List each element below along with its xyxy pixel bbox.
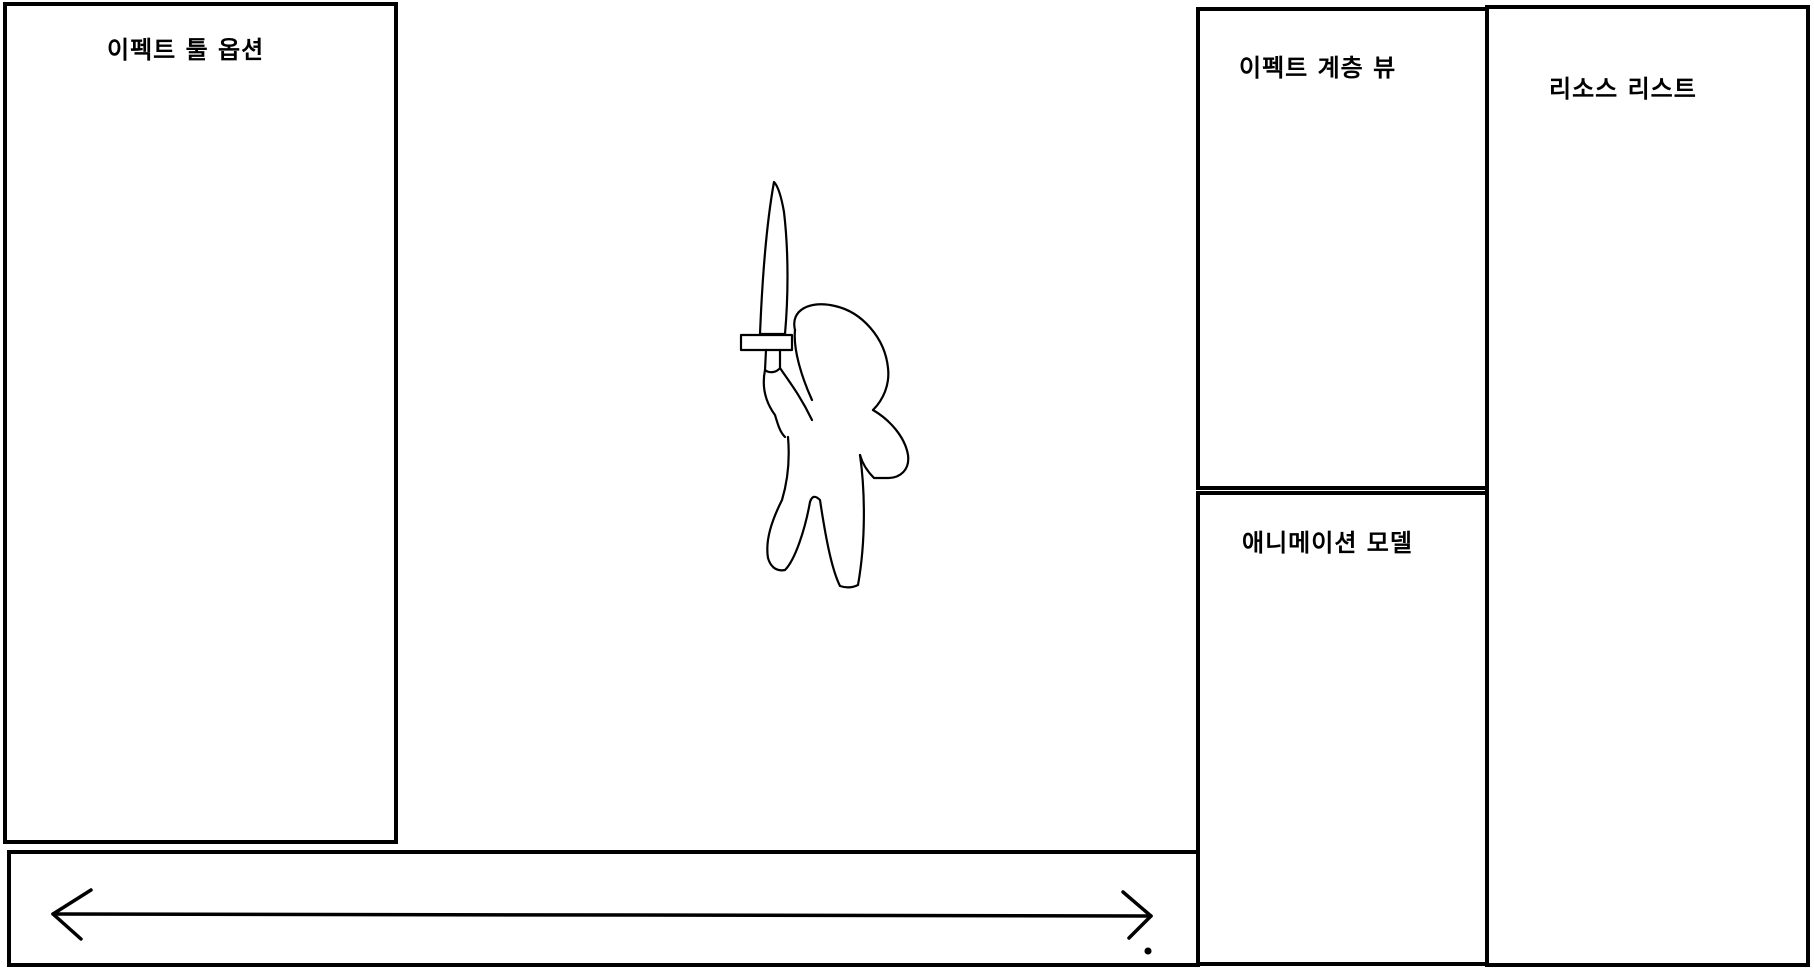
animation-model-panel: 애니메이션 모델 bbox=[1196, 491, 1489, 966]
sword-guard bbox=[739, 333, 794, 352]
head-front bbox=[793, 328, 814, 402]
timeline-dot bbox=[1144, 947, 1152, 955]
timeline-arrow-left-head bbox=[51, 888, 93, 941]
effect-hierarchy-view-title: 이펙트 계층 뷰 bbox=[1239, 54, 1397, 82]
effect-tool-options-panel: 이펙트 툴 옵션 bbox=[3, 2, 398, 844]
timeline-panel[interactable] bbox=[7, 850, 1200, 967]
animation-model-title: 애니메이션 모델 bbox=[1242, 529, 1413, 557]
resource-list-panel: 리소스 리스트 bbox=[1485, 5, 1810, 967]
sword-handle bbox=[763, 348, 782, 374]
raised-arm bbox=[762, 368, 787, 439]
timeline-double-arrow-icon[interactable] bbox=[11, 854, 1196, 963]
timeline-arrow-shaft bbox=[51, 912, 1153, 918]
viewport-character-sketch bbox=[739, 180, 910, 589]
body-leg-right bbox=[766, 435, 865, 589]
timeline-arrow-right-head bbox=[1121, 890, 1153, 940]
effect-hierarchy-view-panel: 이펙트 계층 뷰 bbox=[1196, 7, 1489, 490]
head bbox=[793, 303, 890, 412]
resource-list-title: 리소스 리스트 bbox=[1549, 75, 1697, 103]
body-right bbox=[858, 408, 910, 480]
effect-tool-options-title: 이펙트 툴 옵션 bbox=[107, 36, 265, 64]
sword-blade bbox=[758, 180, 789, 336]
raised-arm-inner bbox=[778, 366, 814, 422]
